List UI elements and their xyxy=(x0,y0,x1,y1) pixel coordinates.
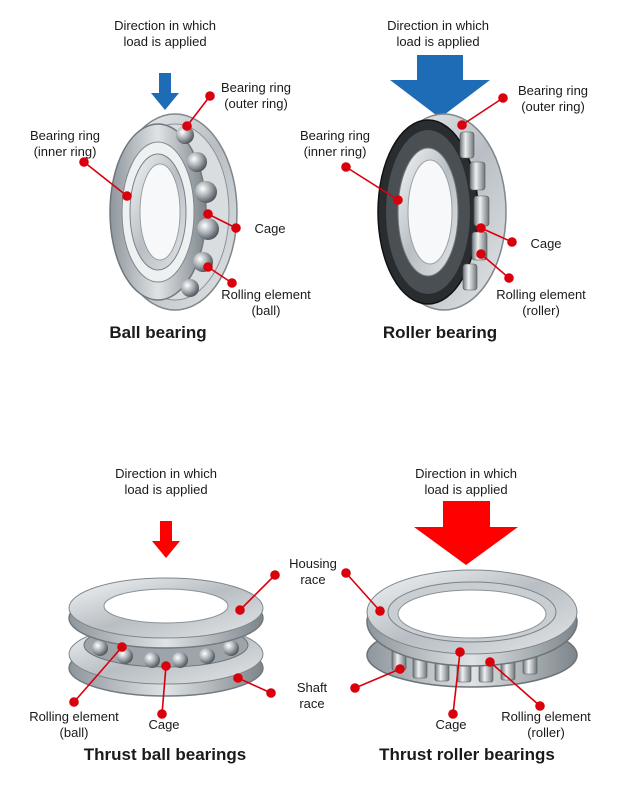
thrust-roller-direction-line1: Direction in which xyxy=(415,466,517,481)
thrust-roller-bearing-illustration xyxy=(366,501,578,688)
roller-direction-line2: load is applied xyxy=(396,34,480,49)
thrust-roller-cage-text: Cage xyxy=(435,717,467,732)
roller-outer-line2: (outer ring) xyxy=(521,99,585,114)
roller-inner-line2: (inner ring) xyxy=(303,144,367,159)
roller-bearing-illustration xyxy=(377,55,507,311)
ball-outer-ring-label: Bearing ring (outer ring) xyxy=(211,80,301,112)
leader-lines xyxy=(69,91,545,719)
thrust-ball-direction-line2: load is applied xyxy=(124,482,208,497)
load-arrow-red-small xyxy=(152,521,180,558)
ball-bearing-illustration xyxy=(109,73,238,311)
ball-direction-line1: Direction in which xyxy=(114,18,216,33)
thrust-roller-cage-label: Cage xyxy=(429,717,473,733)
roller-bearing-title: Roller bearing xyxy=(382,323,498,342)
housing-race-label: Housing race xyxy=(280,556,346,588)
thrust-roller-rolling-line1: Rolling element xyxy=(501,709,591,724)
thrust-ball-rolling-element-label: Rolling element (ball) xyxy=(20,709,128,741)
ball-cage-label: Cage xyxy=(248,221,292,237)
thrust-ball-rolling-line1: Rolling element xyxy=(29,709,119,724)
ball-bearing-title: Ball bearing xyxy=(109,323,207,342)
thrust-ball-direction-line1: Direction in which xyxy=(115,466,217,481)
ball-row xyxy=(176,126,219,297)
thrust-roller-direction-label: Direction in which load is applied xyxy=(401,466,531,498)
thrust-roller-rolling-element-label: Rolling element (roller) xyxy=(492,709,600,741)
ball-inner-line1: Bearing ring xyxy=(29,128,101,143)
ball-rolling-line1: Rolling element xyxy=(221,287,311,302)
thrust-ball-rolling-line2: (ball) xyxy=(59,725,89,740)
roller-outer-line1: Bearing ring xyxy=(517,83,589,98)
thrust-ball-cage-text: Cage xyxy=(148,717,180,732)
ball-inner-line2: (inner ring) xyxy=(33,144,97,159)
roller-direction-line1: Direction in which xyxy=(387,18,489,33)
roller-rolling-line1: Rolling element xyxy=(496,287,586,302)
ball-outer-line1: Bearing ring xyxy=(220,80,292,95)
thrust-ball-direction-label: Direction in which load is applied xyxy=(101,466,231,498)
ball-inner-ring-label: Bearing ring (inner ring) xyxy=(20,128,110,160)
thrust-ball-bearing-illustration xyxy=(68,521,264,697)
housing-line2: race xyxy=(300,572,326,587)
ball-direction-label: Direction in which load is applied xyxy=(100,18,230,50)
roller-cage-label: Cage xyxy=(524,236,568,252)
roller-rolling-element-label: Rolling element (roller) xyxy=(487,287,595,319)
load-arrow-blue-large xyxy=(390,55,490,118)
thrust-ball-bearings-title: Thrust ball bearings xyxy=(83,745,247,764)
thrust-roller-bearings-title: Thrust roller bearings xyxy=(379,745,555,764)
roller-cage-text: Cage xyxy=(530,236,562,251)
load-arrow-red-large xyxy=(414,501,518,565)
ball-cage-text: Cage xyxy=(254,221,286,236)
roller-inner-ring-label: Bearing ring (inner ring) xyxy=(290,128,380,160)
ball-rolling-element-label: Rolling element (ball) xyxy=(212,287,320,319)
ball-outer-line2: (outer ring) xyxy=(224,96,288,111)
thrust-roller-direction-line2: load is applied xyxy=(424,482,508,497)
shaft-race-label: Shaft race xyxy=(284,680,340,712)
roller-direction-label: Direction in which load is applied xyxy=(373,18,503,50)
thrust-ball-row xyxy=(92,640,239,668)
load-arrow-blue-small xyxy=(151,73,179,110)
shaft-line1: Shaft xyxy=(296,680,328,695)
roller-inner-line1: Bearing ring xyxy=(299,128,371,143)
housing-line1: Housing xyxy=(289,556,337,571)
thrust-roller-rolling-line2: (roller) xyxy=(527,725,565,740)
roller-rolling-line2: (roller) xyxy=(522,303,560,318)
thrust-ball-cage-label: Cage xyxy=(142,717,186,733)
ball-direction-line2: load is applied xyxy=(123,34,207,49)
shaft-line2: race xyxy=(299,696,325,711)
roller-outer-ring-label: Bearing ring (outer ring) xyxy=(508,83,598,115)
ball-rolling-line2: (ball) xyxy=(251,303,281,318)
